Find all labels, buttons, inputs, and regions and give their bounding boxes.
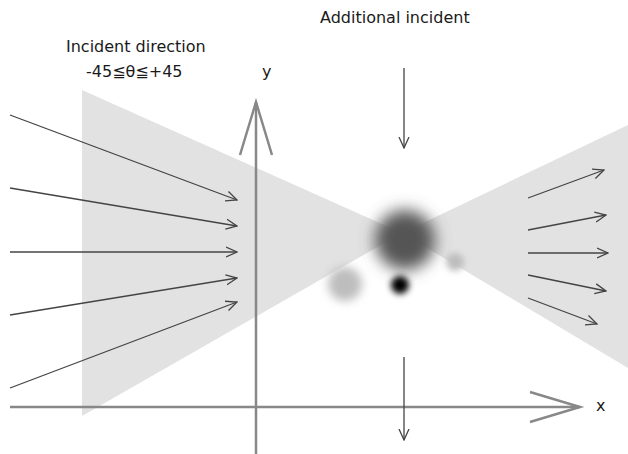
scatterer (446, 253, 464, 271)
incident-arrows (10, 115, 237, 388)
outgoing-arrow (528, 170, 604, 198)
incident-arrow (10, 188, 237, 226)
scatterer (375, 210, 435, 270)
x-axis-head (530, 392, 580, 422)
x-axis (10, 406, 580, 409)
incident-arrow (10, 302, 237, 388)
additional-arrow (403, 68, 404, 148)
outgoing-arrow (528, 252, 608, 253)
annotation-label: -45≦θ≦+45 (86, 62, 183, 81)
incident-arrow (10, 278, 237, 315)
outgoing-arrow (528, 298, 597, 324)
incident-arrow (10, 115, 237, 200)
annotation-label: Additional incident (320, 8, 470, 27)
y-axis-head (240, 102, 272, 155)
axis-label: x (596, 396, 605, 415)
scatterer (328, 267, 362, 301)
outgoing-arrow (528, 215, 606, 230)
beam-region (82, 90, 402, 416)
outgoing-arrow (528, 275, 606, 291)
incident-arrow (10, 251, 237, 252)
y-axis (255, 102, 258, 454)
axis-label: y (262, 62, 271, 81)
annotation-label: Incident direction (66, 37, 206, 56)
beam-region (402, 125, 628, 368)
additional-arrow (403, 357, 404, 440)
outgoing-arrows (528, 170, 608, 324)
additional-arrows (403, 68, 404, 440)
scatterer (391, 276, 409, 294)
